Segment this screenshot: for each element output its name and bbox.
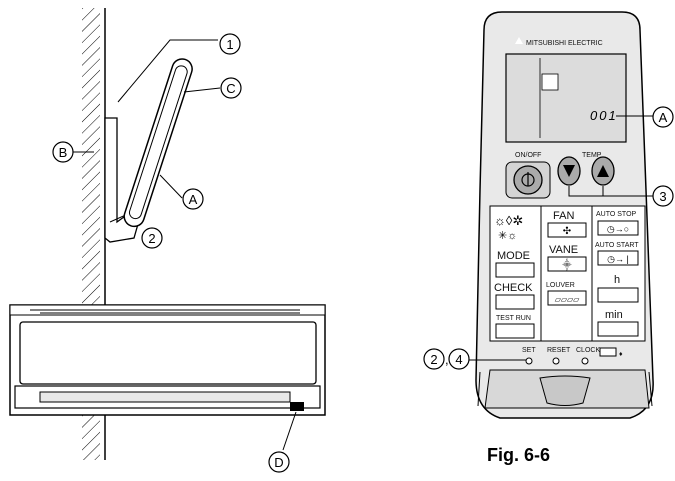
fan-icon: ✣	[563, 226, 571, 237]
indoor-unit: D	[9, 304, 326, 473]
figure-caption: Fig. 6-6	[487, 445, 550, 465]
svg-text:AUTO START: AUTO START	[595, 242, 639, 249]
callout-A-remote	[652, 106, 674, 128]
callout-D	[268, 451, 290, 473]
svg-text:D: D	[274, 455, 283, 470]
svg-text:4: 4	[455, 352, 462, 367]
svg-text:VANE: VANE	[549, 244, 578, 256]
minute-button[interactable]	[597, 321, 639, 337]
callout-1	[219, 33, 241, 55]
svg-text:MODE: MODE	[497, 250, 530, 262]
unit-receiver	[290, 402, 304, 411]
set-button[interactable]	[525, 357, 533, 365]
svg-text:CHECK: CHECK	[494, 282, 533, 294]
lcd-icon	[541, 73, 559, 91]
lcd-number: 001	[590, 108, 618, 123]
svg-text:min: min	[605, 309, 623, 321]
mode-button[interactable]	[495, 262, 535, 278]
cover-grip	[539, 375, 591, 406]
svg-text:B: B	[59, 145, 68, 160]
remote-front-view: MITSUBISHI ELECTRIC 001 A ON/OFF TEMP 3 …	[423, 11, 674, 419]
remote-side-view	[123, 58, 193, 228]
svg-text:2: 2	[430, 352, 437, 367]
battery-icon	[599, 347, 617, 357]
brand-logo: MITSUBISHI ELECTRIC	[526, 40, 603, 47]
svg-text:CLOCK: CLOCK	[576, 347, 600, 354]
triangle-down-icon	[563, 165, 575, 177]
auto-stop-button[interactable]	[597, 220, 639, 236]
svg-text:1: 1	[226, 37, 233, 52]
reset-button[interactable]	[552, 357, 560, 365]
svg-text:TEMP: TEMP	[582, 152, 602, 159]
svg-text:✳☼: ✳☼	[498, 230, 517, 242]
svg-text:3: 3	[659, 189, 666, 204]
callout-B	[52, 141, 74, 163]
unit-grille	[30, 309, 300, 314]
svg-text:ON/OFF: ON/OFF	[515, 152, 541, 159]
callout-2-remote	[423, 348, 445, 370]
auto-start-button[interactable]	[597, 250, 639, 266]
svg-text:C: C	[226, 81, 235, 96]
svg-text:h: h	[614, 274, 620, 286]
svg-text:LOUVER: LOUVER	[546, 282, 575, 289]
svg-text:A: A	[659, 110, 668, 125]
unit-vane	[39, 391, 291, 403]
callout-3	[652, 185, 674, 207]
vane-button[interactable]	[547, 256, 587, 272]
svg-text:,: ,	[445, 352, 449, 367]
timer-off-icon: ◷→○	[607, 224, 629, 234]
check-button[interactable]	[495, 294, 535, 310]
svg-text:FAN: FAN	[553, 210, 574, 222]
louver-button[interactable]	[547, 290, 587, 306]
test-run-button[interactable]	[495, 323, 535, 339]
svg-text:RESET: RESET	[547, 347, 571, 354]
callout-A-wall	[182, 188, 204, 210]
svg-text:♦: ♦	[619, 351, 623, 358]
louver-icon: ▱▱▱▱	[555, 295, 580, 304]
timer-on-icon: ◷→ |	[607, 254, 629, 264]
svg-text:A: A	[189, 192, 198, 207]
svg-text:SET: SET	[522, 347, 536, 354]
remote-lcd	[505, 53, 627, 143]
callout-2-wall	[141, 227, 163, 249]
callout-C	[220, 77, 242, 99]
svg-text:AUTO STOP: AUTO STOP	[596, 211, 637, 218]
svg-text:TEST RUN: TEST RUN	[496, 315, 531, 322]
callout-4	[448, 348, 470, 370]
clock-button[interactable]	[581, 357, 589, 365]
vane-icon: ⸎	[562, 258, 572, 271]
fan-button[interactable]	[547, 222, 587, 238]
unit-front-panel	[19, 321, 317, 385]
hour-button[interactable]	[597, 287, 639, 303]
svg-text:2: 2	[148, 231, 155, 246]
triangle-up-icon	[597, 165, 609, 177]
mode-icons: ☼◊✲	[494, 213, 523, 228]
